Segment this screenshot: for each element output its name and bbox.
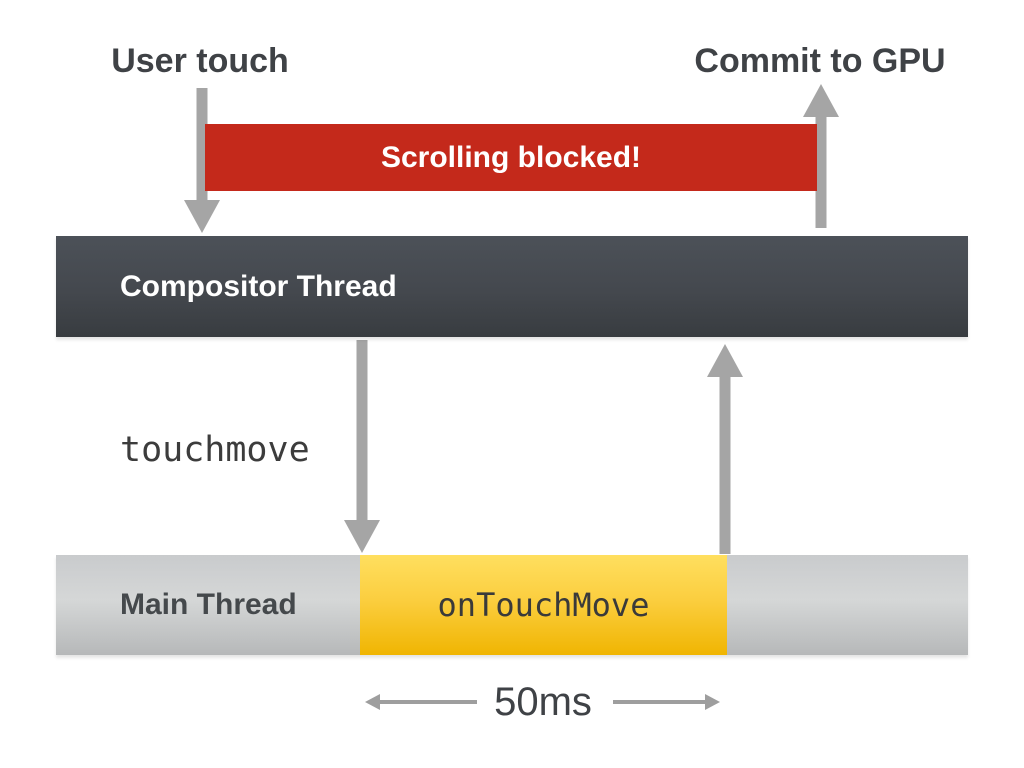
- arrow-head-down: [344, 520, 380, 553]
- main-thread-bar: Main Thread onTouchMove: [56, 555, 968, 655]
- commit-to-gpu-label: Commit to GPU: [694, 42, 946, 80]
- compositor-thread-bar: Compositor Thread: [56, 236, 968, 337]
- arrow-head-right: [705, 694, 720, 710]
- user-touch-label: User touch: [111, 42, 289, 80]
- arrow-head-up: [707, 344, 743, 377]
- arrow-head-left: [365, 694, 380, 710]
- arrow-shaft: [719, 374, 731, 554]
- on-touch-move-label: onTouchMove: [437, 586, 650, 624]
- main-thread-label: Main Thread: [120, 588, 297, 621]
- arrow-head-up: [803, 84, 839, 117]
- arrow-line: [378, 700, 477, 704]
- arrow-shaft: [196, 88, 208, 203]
- compositor-thread-label: Compositor Thread: [120, 269, 397, 303]
- arrow-shaft: [815, 114, 827, 228]
- scrolling-blocked-banner: Scrolling blocked!: [205, 124, 817, 191]
- duration-right-arrow-icon: [613, 694, 720, 710]
- touchmove-event-label: touchmove: [120, 430, 310, 470]
- scrolling-blocked-label: Scrolling blocked!: [380, 140, 642, 174]
- on-touch-move-busy-segment: onTouchMove: [360, 555, 727, 655]
- duration-label: 50ms: [494, 680, 592, 724]
- arrow-line: [613, 700, 707, 704]
- arrow-shaft: [356, 340, 368, 522]
- arrow-head-down: [184, 200, 220, 233]
- duration-left-arrow-icon: [365, 694, 477, 710]
